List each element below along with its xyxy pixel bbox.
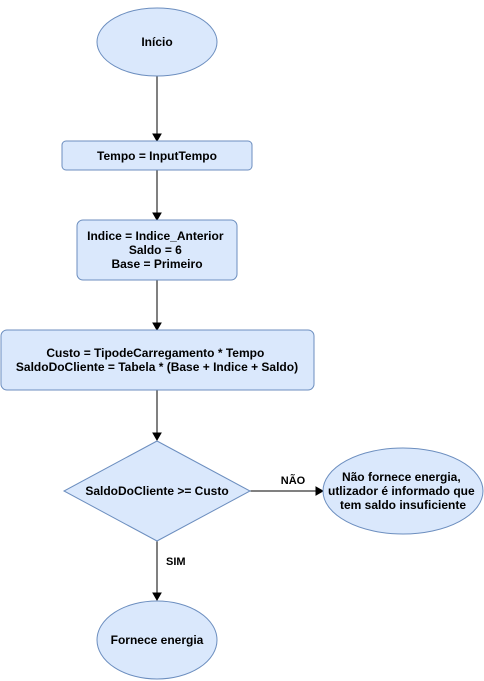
- svg-text:Início: Início: [141, 35, 172, 49]
- node-fornece-text: Fornece energia: [111, 633, 204, 647]
- node-decisao-text: SaldoDoCliente >= Custo: [85, 484, 228, 498]
- node-nao-fornece-line-2: utlizador é informado que: [328, 484, 475, 498]
- edge-label-sim-text: SIM: [166, 556, 186, 568]
- node-custo[interactable]: Custo = TipodeCarregamento * Tempo Saldo…: [0, 329, 315, 391]
- node-inicio-text: Início: [141, 35, 172, 49]
- node-nao-fornece[interactable]: Não fornece energia, utlizador é informa…: [322, 447, 484, 535]
- node-nao-fornece-line-3: tem saldo insuficiente: [340, 498, 466, 512]
- svg-text:Indice = Indice_Anterior: Indice = Indice_Anterior Saldo = 6 Base …: [87, 229, 227, 271]
- node-nao-fornece-line-1: Não fornece energia,: [342, 470, 461, 484]
- edge-label-nao-text: NÃO: [281, 474, 306, 487]
- node-vars-line-2: Saldo = 6: [129, 243, 182, 257]
- svg-text:Custo = TipodeCarregamento * T: Custo = TipodeCarregamento * Tempo Saldo…: [16, 346, 298, 374]
- edge-decisao-to-nao-fornece: [250, 486, 325, 496]
- svg-text:Fornece energia: Fornece energia: [111, 633, 204, 647]
- edge-inicio-to-tempo: [152, 76, 162, 143]
- node-custo-line-2: SaldoDoCliente = Tabela * (Base + Indice…: [16, 360, 298, 374]
- node-inicio[interactable]: Início: [96, 7, 218, 77]
- svg-text:Não fornece energia, utl: Não fornece energia, utlizador é informa…: [328, 470, 478, 512]
- edge-label-sim: SIM: [162, 553, 192, 569]
- svg-text:SaldoDoCliente >= Custo: SaldoDoCliente >= Custo: [85, 484, 228, 498]
- node-vars-line-3: Base = Primeiro: [111, 257, 202, 271]
- edge-vars-to-custo: [152, 280, 162, 332]
- node-fornece[interactable]: Fornece energia: [96, 600, 218, 680]
- node-tempo[interactable]: Tempo = InputTempo: [61, 140, 253, 171]
- edge-decisao-to-fornece: [152, 541, 162, 602]
- node-vars[interactable]: Indice = Indice_Anterior Saldo = 6 Base …: [76, 219, 238, 281]
- node-vars-line-1: Indice = Indice_Anterior: [87, 229, 224, 243]
- edge-label-nao: NÃO: [276, 472, 310, 488]
- edge-tempo-to-vars: [152, 170, 162, 222]
- node-decisao[interactable]: SaldoDoCliente >= Custo: [62, 440, 252, 542]
- edge-custo-to-decisao: [152, 390, 162, 442]
- node-custo-line-1: Custo = TipodeCarregamento * Tempo: [46, 346, 264, 360]
- svg-text:Tempo = InputTempo: Tempo = InputTempo: [97, 149, 217, 163]
- node-tempo-text: Tempo = InputTempo: [97, 149, 217, 163]
